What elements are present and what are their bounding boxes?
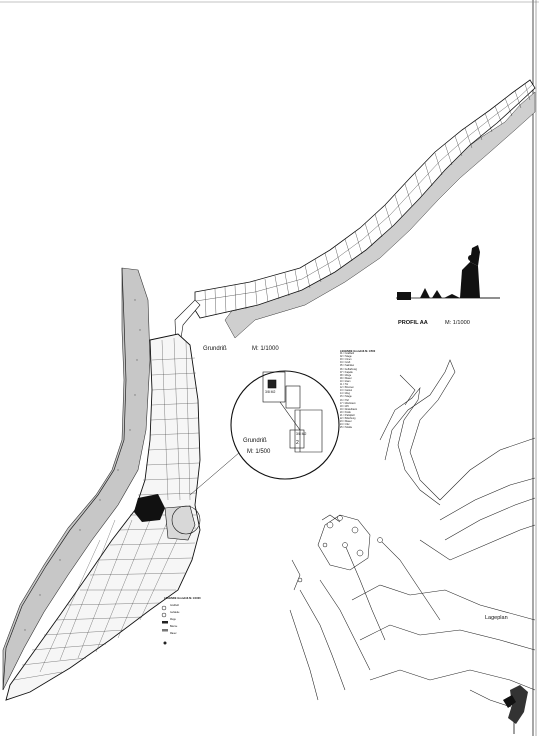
legend-item: 07 = Kapelle <box>340 371 353 374</box>
upper-strip-plots <box>195 83 534 318</box>
legend-item: 11 = Tor <box>340 384 349 387</box>
profile-aa-drawing <box>396 245 500 300</box>
legend-item: 08 = Wege <box>340 374 352 377</box>
legend-item: 01 = Grabfeld <box>340 353 354 356</box>
legend-item: 13 = Garten <box>340 390 353 393</box>
lageplan-contours <box>289 359 536 711</box>
legend-item: 14 = Weg <box>340 393 350 396</box>
legend-item: 10 = Zaun <box>340 380 351 383</box>
grundriss-main-title: Grundriß <box>203 346 227 352</box>
legend-item: 22 = Böschung <box>340 418 356 421</box>
lageplan-trees <box>297 515 383 583</box>
upper-grave-strip <box>194 79 536 319</box>
legend-upper-title: LEGENDE Grundriß M. 1/500 <box>340 350 376 353</box>
legend-item: 06 = Aufbahrung <box>340 368 357 371</box>
legend-item: 19 = Abstellraum <box>340 408 358 411</box>
legend-item: 24 = Ufer <box>340 424 350 427</box>
terrain-hatch <box>24 299 141 631</box>
legend-lower: LEGENDE Grundriß M. 1/1000 Grabfeld Gebä… <box>164 597 220 638</box>
legend-upper: LEGENDE Grundriß M. 1/500 01 = Grabfeld … <box>340 350 410 430</box>
profil-scale: M: 1/1000 <box>445 320 470 326</box>
legend-item: 03 = Urnen <box>340 359 352 362</box>
legend-item: 16 = Hof <box>340 399 349 402</box>
legend-item: 05 = Sakristei <box>340 365 354 368</box>
profil-title: PROFIL AA <box>398 320 428 326</box>
legend-lower-title: LEGENDE Grundriß M. 1/1000 <box>164 597 201 600</box>
legend-item: 12 = Brunnen <box>340 387 354 390</box>
grundriss-inset-title: Grundriß <box>243 438 267 444</box>
grundriss-main-scale: M: 1/1000 <box>252 346 279 352</box>
legend-item: 25 = Straße <box>340 427 353 430</box>
pavilion-ring <box>171 505 201 535</box>
legend-item: 23 = Mauer <box>340 421 352 424</box>
room-number: 2 <box>296 440 299 446</box>
corner-emblem <box>503 685 528 734</box>
legend-item: 18 = WC <box>340 405 349 408</box>
legend-item: 20 = Kiosk <box>340 411 351 414</box>
legend-item: Gebäude <box>170 612 180 615</box>
terrain-band <box>2 267 151 691</box>
legend-item: 04 = Gruft <box>340 362 351 365</box>
grundriss-inset-scale: M: 1/500 <box>247 449 271 455</box>
lageplan-label: Lageplan <box>485 615 508 621</box>
service-building <box>164 505 196 541</box>
legend-lower-markers <box>161 605 168 645</box>
legend-item: 17 = Werkraum <box>340 402 356 405</box>
legend-item: 21 = Parkplatz <box>340 414 355 417</box>
legend-item: 09 = Mauer <box>340 377 352 380</box>
room-upper-label: 3/8 M2 <box>265 390 276 394</box>
legend-item: Grabfeld <box>170 605 179 608</box>
legend-item: Mauer <box>170 633 177 636</box>
legend-item: Wege <box>170 619 176 622</box>
inset-plan <box>262 371 323 453</box>
legend-item: 15 = Stiege <box>340 396 352 399</box>
legend-item: 02 = Stiege <box>340 356 352 359</box>
chapel-building <box>134 494 165 522</box>
legend-item: Bäume <box>170 626 178 629</box>
room-lower-label: 3/8 M2 <box>296 432 307 436</box>
